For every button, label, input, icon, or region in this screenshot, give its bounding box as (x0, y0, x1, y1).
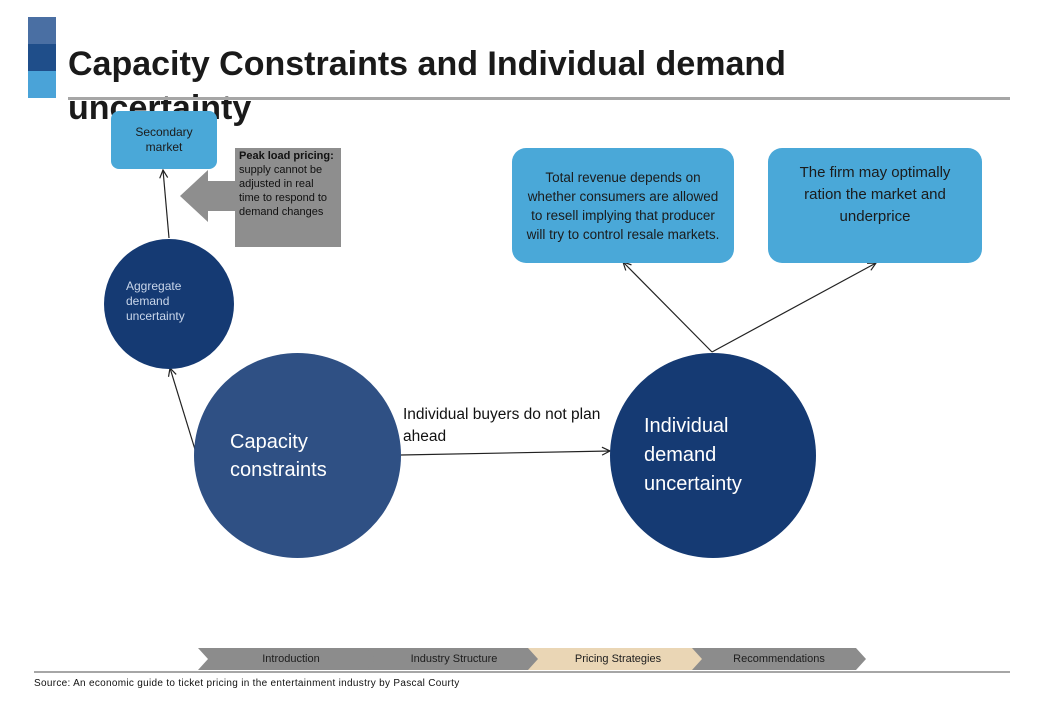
aggregate-demand-circle: Aggregate demand uncertainty (104, 239, 234, 369)
header-square-top (28, 17, 56, 44)
footer-divider (34, 671, 1010, 673)
peak-load-pricing-box: Peak load pricing: supply cannot be adju… (235, 148, 341, 247)
header-square-middle (28, 44, 56, 71)
title-divider (68, 97, 1010, 100)
section-breadcrumb: Introduction Industry Structure Pricing … (0, 648, 1040, 670)
nav-recommendations-label: Recommendations (733, 653, 825, 665)
capacity-constraints-circle: Capacity constraints (194, 353, 401, 558)
header-square-bottom (28, 71, 56, 98)
nav-introduction[interactable]: Introduction (198, 648, 384, 670)
firm-ration-label: The firm may optimally ration the market… (799, 164, 951, 225)
nav-introduction-label: Introduction (262, 653, 320, 665)
nav-pricing-strategies-label: Pricing Strategies (574, 653, 662, 665)
arrow-individual-to-firm (711, 263, 876, 353)
individual-demand-label: Individual demand uncertainty (644, 415, 742, 495)
arrow-capacity-to-aggregate (170, 368, 198, 457)
arrow-capacity-to-individual (400, 451, 610, 455)
secondary-market-box: Secondary market (111, 111, 217, 169)
peak-load-text: supply cannot be adjusted in real time t… (239, 164, 328, 218)
nav-recommendations[interactable]: Recommendations (692, 648, 866, 670)
secondary-market-label: Secondary market (135, 125, 193, 154)
aggregate-demand-label: Aggregate demand uncertainty (126, 279, 185, 323)
nav-pricing-strategies[interactable]: Pricing Strategies (528, 648, 708, 670)
individual-demand-circle: Individual demand uncertainty (610, 353, 816, 558)
arrow-aggregate-to-secondary (163, 170, 170, 239)
peak-load-heading: Peak load pricing: (239, 150, 334, 162)
firm-ration-box: The firm may optimally ration the market… (768, 148, 982, 263)
nav-industry-structure[interactable]: Industry Structure (366, 648, 542, 670)
capacity-to-individual-edge-label: Individual buyers do not plan ahead (403, 406, 601, 445)
nav-industry-structure-label: Industry Structure (410, 653, 498, 665)
capacity-constraints-label: Capacity constraints (230, 431, 327, 481)
source-citation: Source: An economic guide to ticket pric… (34, 678, 460, 689)
total-revenue-label: Total revenue depends on whether consume… (526, 169, 720, 242)
arrow-individual-to-total-revenue (623, 262, 713, 353)
total-revenue-box: Total revenue depends on whether consume… (512, 148, 734, 263)
peak-load-block-arrow (180, 170, 236, 222)
